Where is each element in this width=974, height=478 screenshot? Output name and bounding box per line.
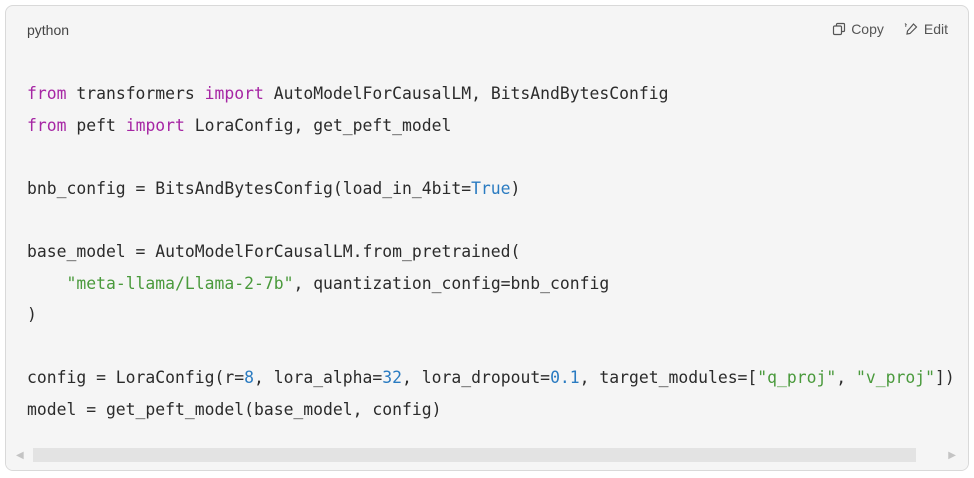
scrollbar-thumb[interactable] — [33, 448, 916, 462]
code-line: config = LoraConfig(r=8, lora_alpha=32, … — [27, 362, 955, 394]
code-token: peft — [66, 115, 126, 135]
code-block: python Copy Edit — [5, 5, 969, 471]
edit-button[interactable]: Edit — [904, 19, 948, 39]
code-token: True — [471, 178, 511, 198]
code-token: , lora_alpha= — [253, 368, 383, 388]
code-line: model = get_peft_model(base_model, confi… — [27, 394, 955, 426]
code-token: model = get_peft_model(base_model, confi… — [27, 399, 442, 419]
code-token: AutoModelForCausalLM, BitsAndBytesConfig — [263, 84, 669, 103]
copy-icon — [832, 22, 846, 36]
edit-label: Edit — [923, 21, 948, 37]
language-label: python — [27, 22, 70, 38]
code-line: "meta-llama/Llama-2-7b", quantization_co… — [27, 268, 955, 300]
code-token: ) — [510, 178, 521, 198]
copy-button[interactable]: Copy — [832, 19, 884, 39]
code-token: , quantization_config=bnb_config — [293, 273, 610, 293]
code-token: , lora_dropout= — [402, 368, 551, 388]
code-token: , target_modules=[ — [579, 368, 758, 388]
code-token: from — [27, 84, 67, 103]
code-block-header: python Copy Edit — [6, 6, 968, 56]
code-token: ]) — [934, 368, 955, 388]
code-line: base_model = AutoModelForCausalLM.from_p… — [27, 236, 955, 268]
code-token: "q_proj" — [757, 368, 837, 388]
code-token: from — [27, 115, 67, 135]
code-line — [27, 331, 955, 363]
code-token: bnb_config = BitsAndBytesConfig(load_in_… — [27, 178, 472, 198]
code-content: from transformers import AutoModelForCau… — [27, 78, 955, 426]
code-token: 32 — [382, 368, 403, 388]
code-line — [27, 204, 955, 236]
code-token: 0.1 — [550, 368, 580, 388]
code-line: bnb_config = BitsAndBytesConfig(load_in_… — [27, 173, 955, 205]
edit-icon — [904, 22, 919, 36]
chevron-left-icon[interactable]: ◀ — [16, 450, 24, 461]
code-line: from transformers import AutoModelForCau… — [27, 78, 955, 110]
code-token: transformers — [66, 84, 205, 103]
code-token: "meta-llama/Llama-2-7b" — [66, 273, 294, 293]
code-actions: Copy Edit — [832, 19, 948, 39]
code-token: , — [836, 368, 856, 388]
code-token: base_model = AutoModelForCausalLM.from_p… — [27, 241, 521, 261]
code-token: ) — [27, 305, 37, 325]
code-line: from peft import LoraConfig, get_peft_mo… — [27, 110, 955, 142]
copy-label: Copy — [851, 21, 884, 37]
code-line: ) — [27, 299, 955, 331]
code-token — [27, 274, 66, 293]
code-token: "v_proj" — [856, 368, 935, 388]
code-token: import — [125, 115, 185, 135]
code-line — [27, 141, 955, 173]
code-token: LoraConfig, get_peft_model — [184, 115, 452, 135]
chevron-right-icon[interactable]: ▶ — [948, 450, 956, 461]
code-token: 8 — [244, 368, 254, 388]
horizontal-scrollbar[interactable]: ◀ ▶ — [6, 440, 968, 470]
code-token: config = LoraConfig(r= — [27, 368, 245, 388]
code-token: import — [204, 84, 264, 103]
